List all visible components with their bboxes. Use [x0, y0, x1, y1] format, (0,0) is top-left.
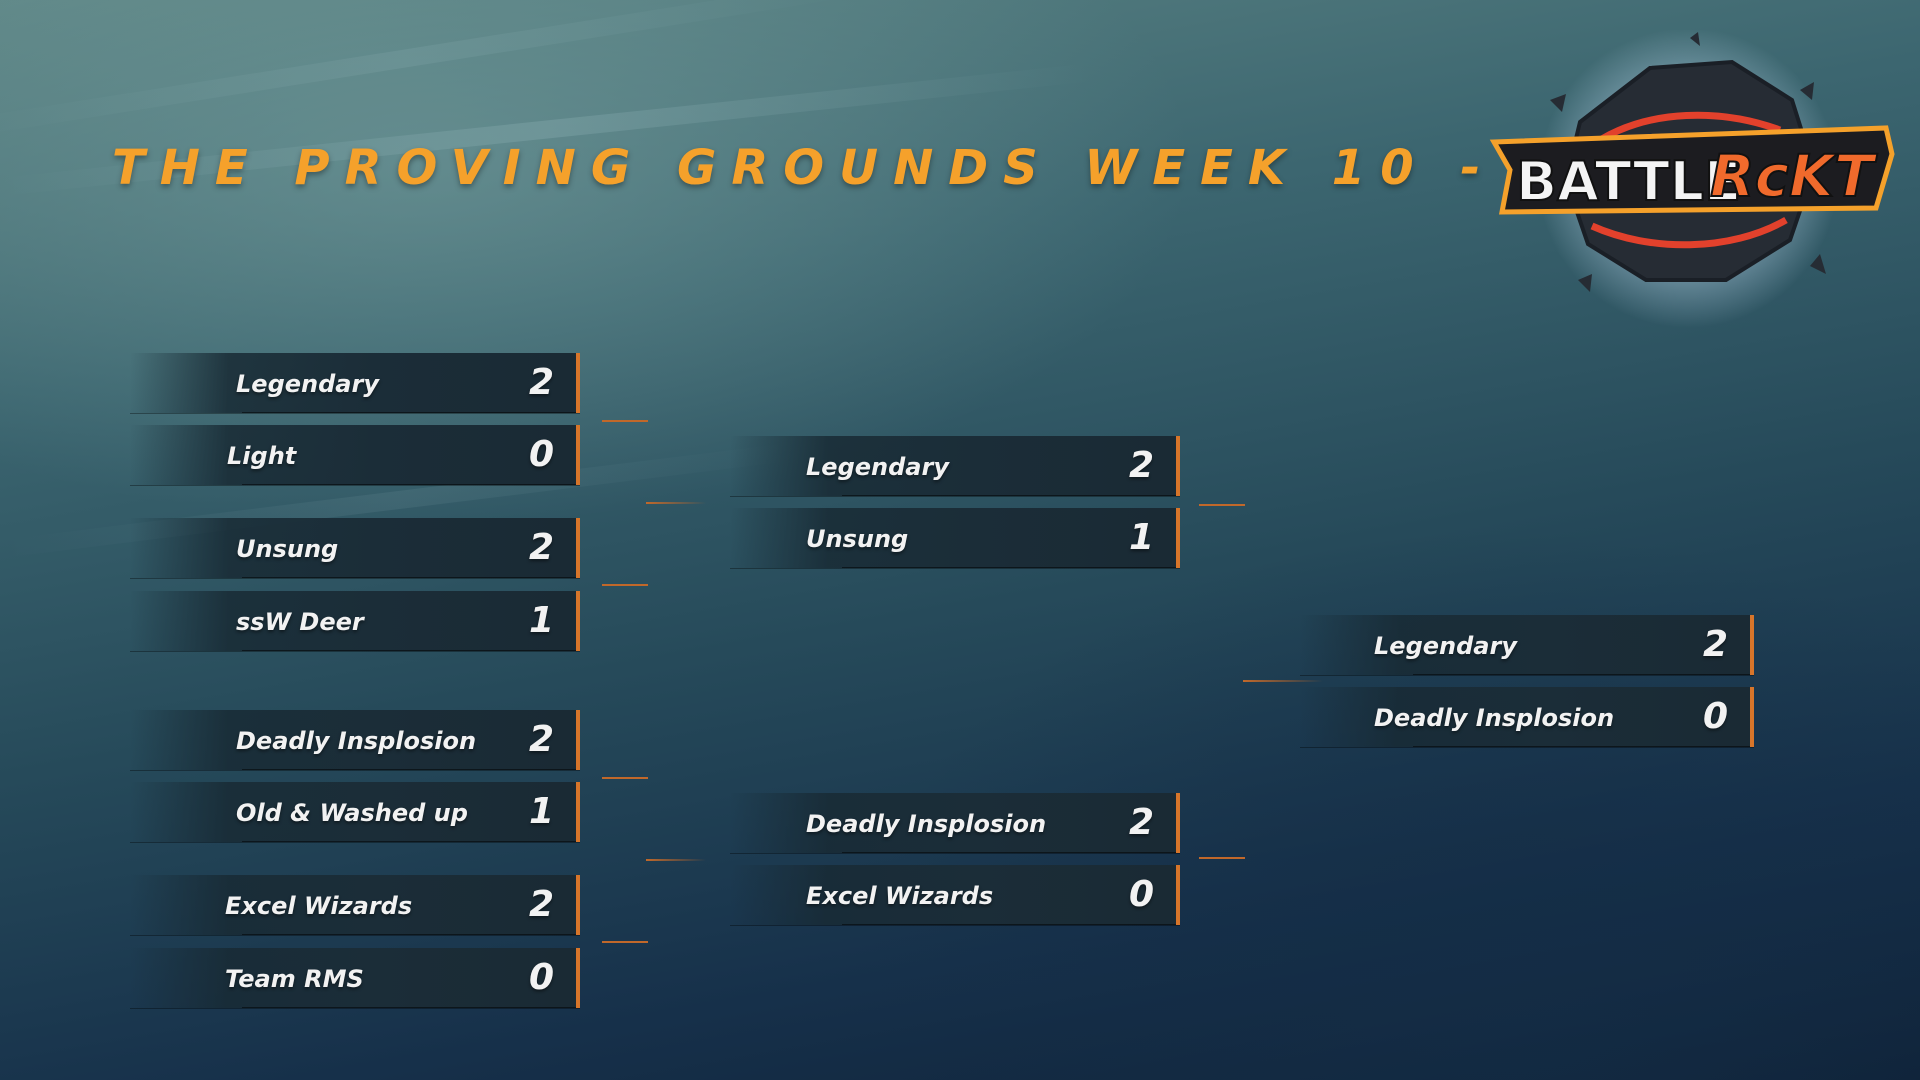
team-name: Light [227, 442, 297, 470]
team-name: ssW Deer [236, 608, 364, 636]
team-score: 2 [528, 884, 554, 925]
team-score: 2 [528, 527, 554, 568]
team-name: Deadly Insplosion [1374, 704, 1615, 732]
team-score: 2 [528, 362, 554, 403]
team-name: Deadly Insplosion [236, 727, 477, 755]
bracket-slot-final-bottom[interactable]: Deadly Insplosion 0 [1300, 687, 1754, 747]
bracket-slot-sf2-bottom[interactable]: Excel Wizards 0 [730, 865, 1180, 925]
team-name: Unsung [236, 535, 339, 563]
team-score: 2 [1702, 624, 1728, 665]
bracket-slot-qf2-bottom[interactable]: ssW Deer 1 [130, 591, 580, 651]
page-title: THE PROVING GROUNDS WEEK 10 - NA [112, 140, 1635, 196]
team-name: Unsung [806, 525, 909, 553]
team-score: 2 [1128, 445, 1154, 486]
team-name: Legendary [236, 370, 379, 398]
team-score: 0 [528, 957, 554, 998]
bracket-slot-sf2-top[interactable]: Deadly Insplosion 2 [730, 793, 1180, 853]
bracket-slot-qf1-top[interactable]: Legendary 2 [130, 353, 580, 413]
team-name: Deadly Insplosion [806, 810, 1047, 838]
bracket-slot-qf3-bottom[interactable]: Old & Washed up 1 [130, 782, 580, 842]
bracket-slot-sf1-bottom[interactable]: Unsung 1 [730, 508, 1180, 568]
team-score: 2 [528, 719, 554, 760]
team-name: Team RMS [225, 965, 364, 993]
bracket-slot-qf3-top[interactable]: Deadly Insplosion 2 [130, 710, 580, 770]
team-name: Legendary [1374, 632, 1517, 660]
logo-wordmark-rockt: RcKT [1710, 142, 1878, 210]
team-score: 1 [528, 600, 554, 641]
team-score: 0 [1702, 696, 1728, 737]
team-score: 1 [528, 791, 554, 832]
team-name: Excel Wizards [806, 882, 994, 910]
team-name: Excel Wizards [225, 892, 413, 920]
battlerockt-logo: BATTLE RcKT [1489, 30, 1895, 328]
bracket-slot-qf4-top[interactable]: Excel Wizards 2 [130, 875, 580, 935]
bracket-slot-final-top[interactable]: Legendary 2 [1300, 615, 1754, 675]
bracket-slot-qf1-bottom[interactable]: Light 0 [130, 425, 580, 485]
team-score: 0 [1128, 874, 1154, 915]
team-name: Legendary [806, 453, 949, 481]
bracket-slot-sf1-top[interactable]: Legendary 2 [730, 436, 1180, 496]
team-score: 2 [1128, 802, 1154, 843]
bracket-slot-qf4-bottom[interactable]: Team RMS 0 [130, 948, 580, 1008]
logo-wordmark-battle: BATTLE [1516, 150, 1741, 213]
team-score: 1 [1128, 517, 1154, 558]
team-score: 0 [528, 434, 554, 475]
bracket-slot-qf2-top[interactable]: Unsung 2 [130, 518, 580, 578]
team-name: Old & Washed up [236, 799, 468, 827]
